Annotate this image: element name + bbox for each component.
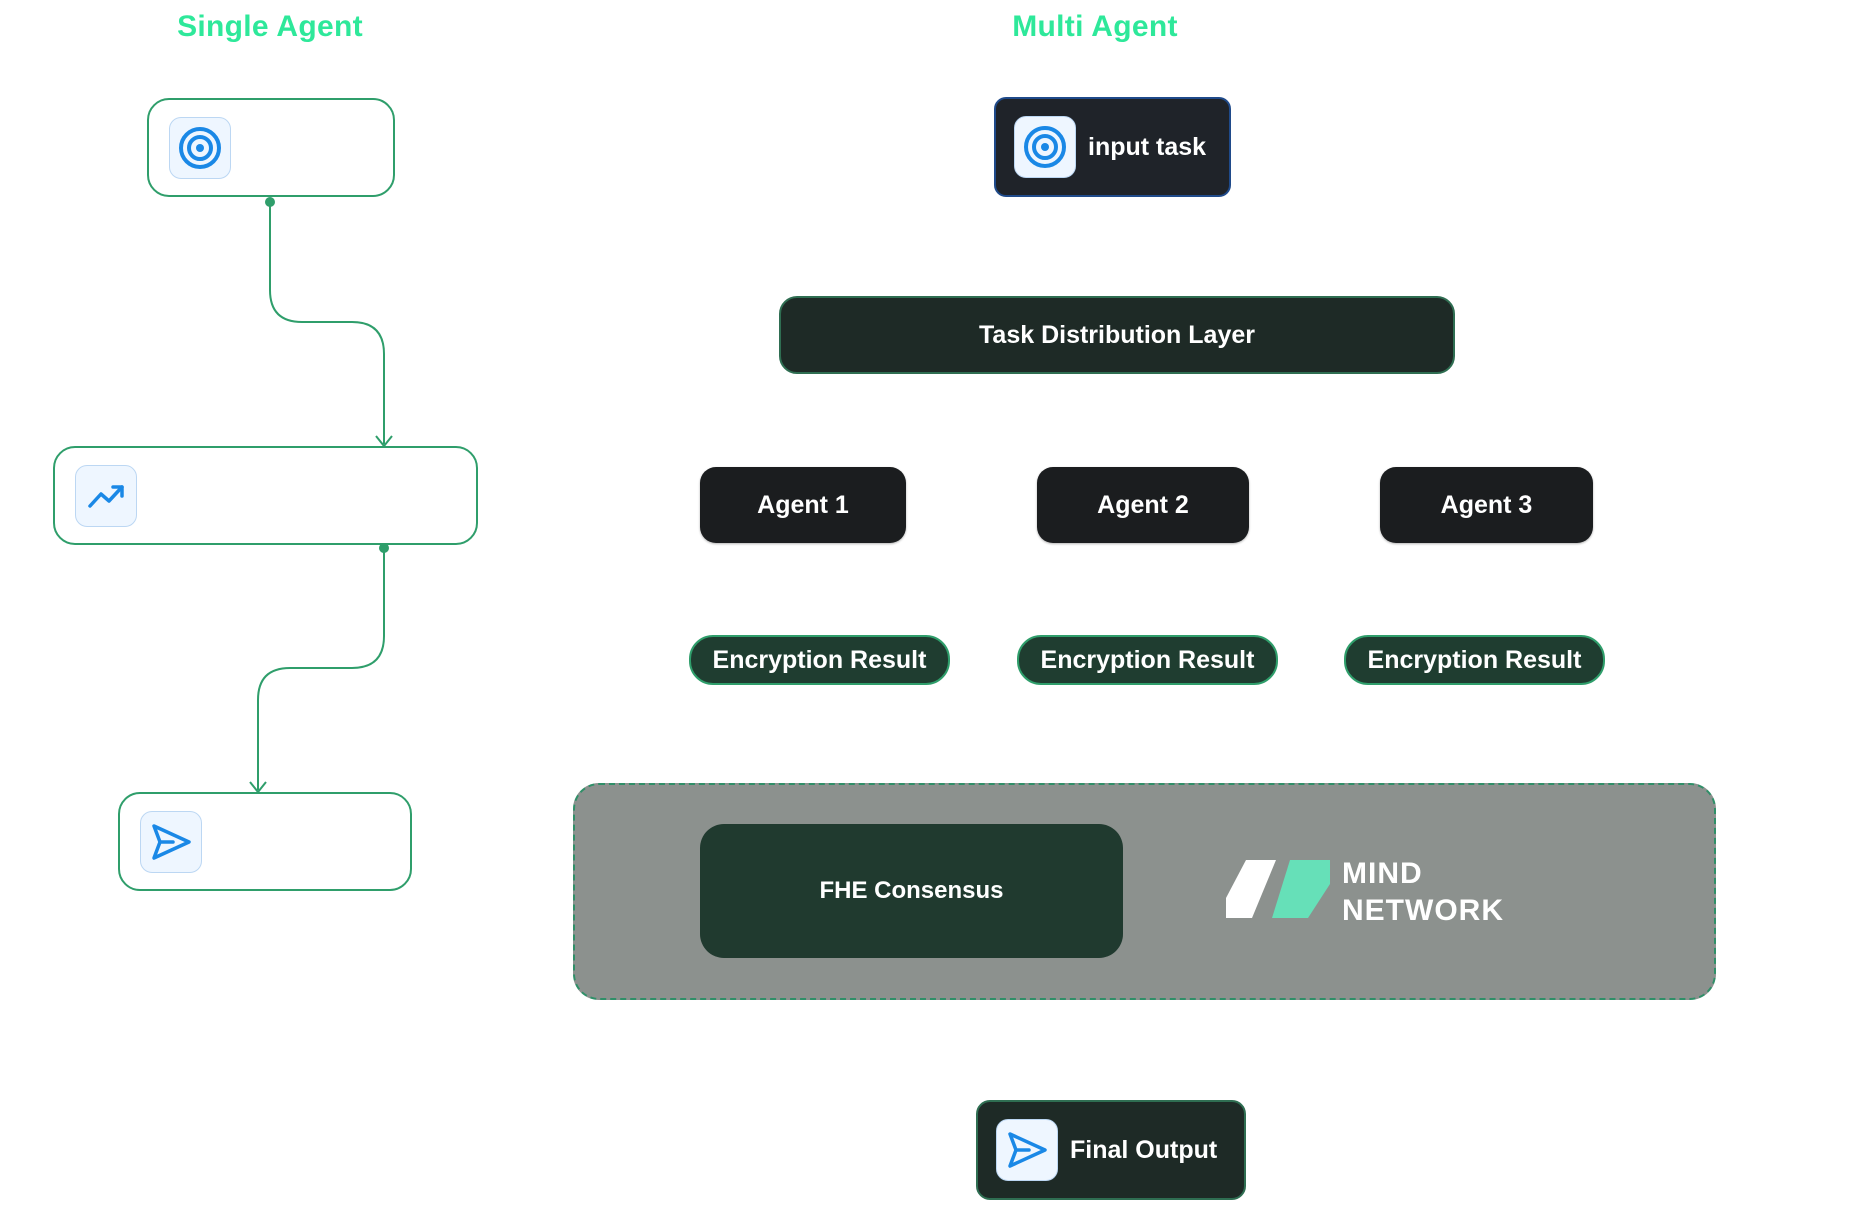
logo-line-1: MIND [1342, 857, 1423, 890]
agent-1-box: Agent 1 [700, 467, 906, 543]
single-agent-step-output [118, 792, 412, 891]
agent-3-box: Agent 3 [1380, 467, 1593, 543]
input-task-box: input task [994, 97, 1231, 197]
agent-2-box: Agent 2 [1037, 467, 1249, 543]
connector-line-2 [257, 548, 385, 790]
connector-line-1 [269, 202, 385, 444]
encryption-result-2: Encryption Result [1017, 635, 1278, 685]
target-icon [1014, 116, 1076, 178]
mind-network-logo-text: MIND NETWORK [1342, 855, 1504, 929]
single-agent-step-input [147, 98, 395, 197]
single-agent-step-process [53, 446, 478, 545]
encryption-result-3: Encryption Result [1344, 635, 1605, 685]
encryption-result-1: Encryption Result [689, 635, 950, 685]
logo-line-2: NETWORK [1342, 894, 1504, 927]
trend-up-icon [75, 464, 137, 527]
mind-network-logo-mark [1224, 858, 1334, 920]
input-task-label: input task [1088, 132, 1207, 161]
final-output-label: Final Output [1070, 1135, 1218, 1164]
final-output-box: Final Output [976, 1100, 1246, 1200]
target-icon [169, 116, 231, 179]
task-distribution-layer: Task Distribution Layer [779, 296, 1455, 374]
single-agent-heading: Single Agent [177, 10, 363, 43]
multi-agent-heading: Multi Agent [1012, 10, 1178, 43]
send-icon [996, 1119, 1058, 1181]
send-icon [140, 810, 202, 873]
fhe-consensus-box: FHE Consensus [700, 824, 1123, 958]
